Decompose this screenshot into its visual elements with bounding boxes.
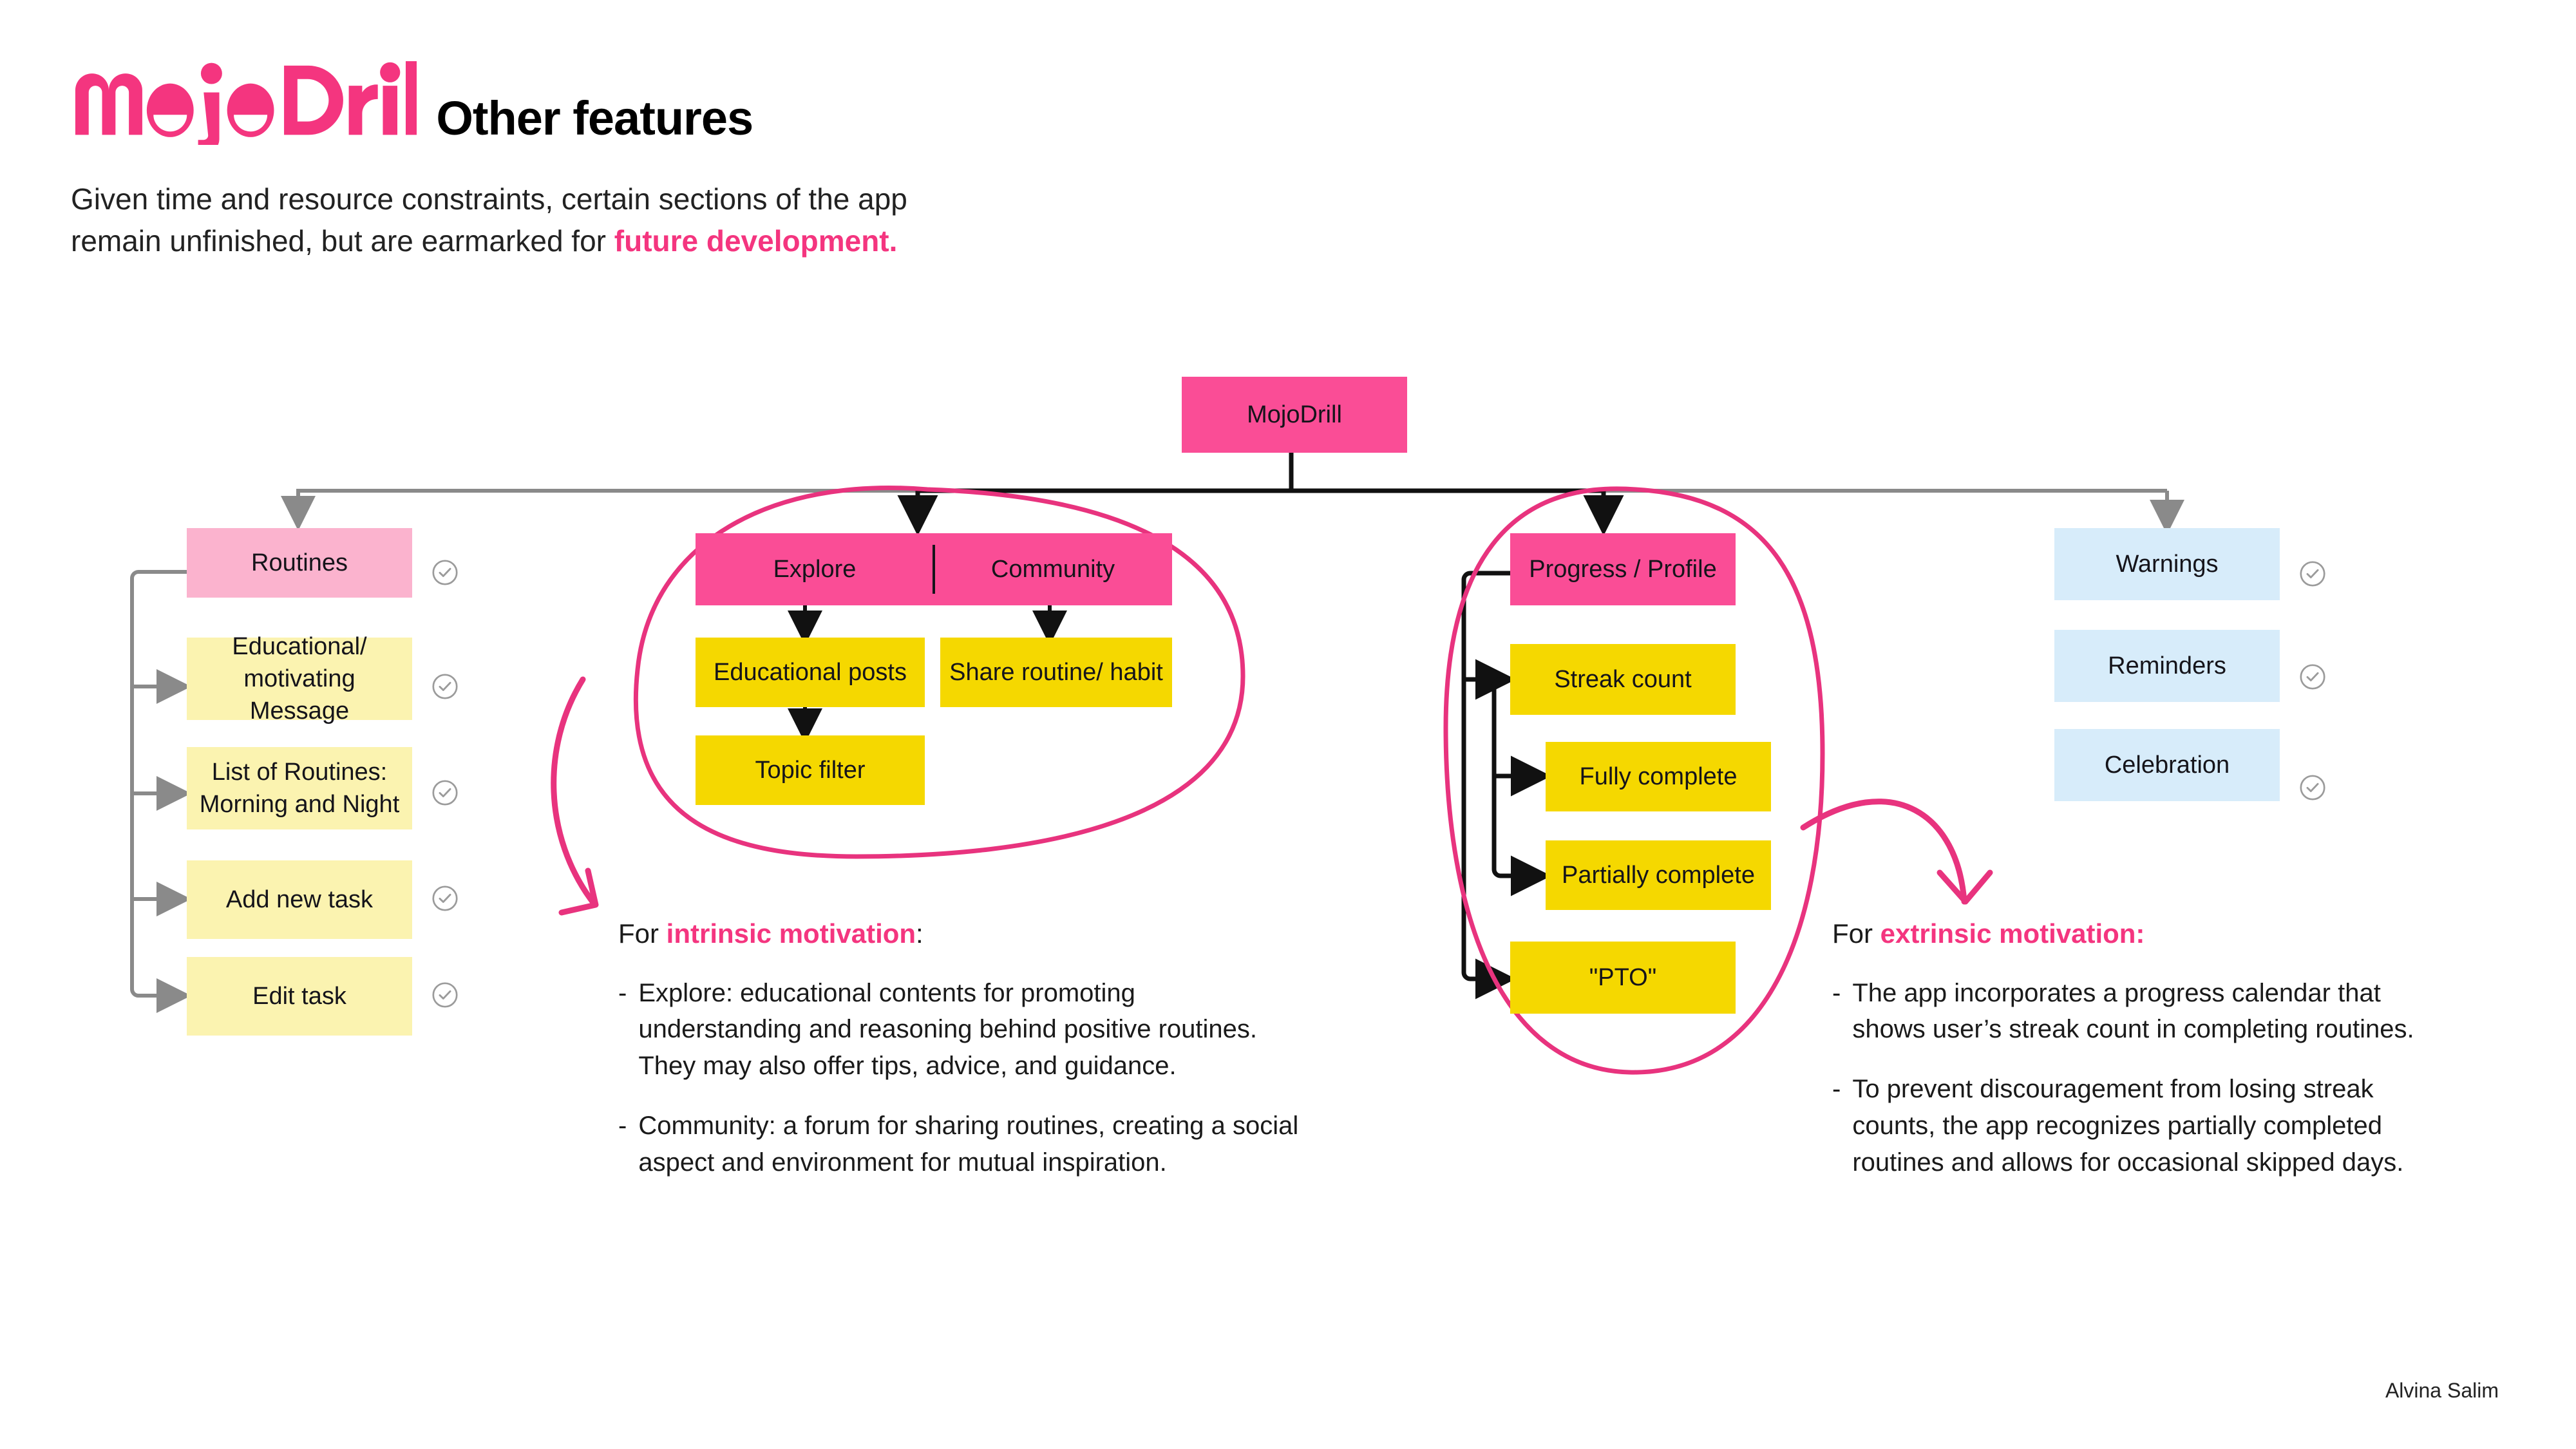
node-label: Edit task [252, 982, 346, 1010]
bullet-dash: - [618, 1112, 627, 1141]
bullet-dash: - [618, 978, 627, 1007]
check-circle-icon [2300, 775, 2325, 800]
node-label: MojoDrill [1247, 401, 1342, 428]
node-partially-complete[interactable]: Partially complete [1546, 840, 1771, 910]
node-label: Reminders [2108, 652, 2226, 679]
node-label: Add new task [225, 886, 374, 913]
mojodrill-logo [71, 61, 417, 151]
arrow-extrinsic [1800, 799, 1967, 905]
check-circle-icon [432, 780, 458, 806]
note-heading-accent: extrinsic motivation: [1880, 918, 2145, 949]
node-streak-count[interactable]: Streak count [1510, 644, 1736, 715]
bullet-text: Community: a forum for sharing routines,… [638, 1112, 1299, 1177]
note-bullet: - To prevent discouragement from losing … [1832, 1071, 2450, 1180]
subtitle-line-1: Given time and resource constraints, cer… [71, 182, 907, 216]
subtitle-line-2: remain unfinished, but are earmarked for [71, 224, 614, 258]
node-explore-community[interactable]: Explore Community [696, 533, 1172, 605]
arrow-intrinsic-head [558, 867, 599, 916]
node-label: Community [990, 555, 1115, 583]
note-heading-pre: For [1832, 918, 1880, 949]
bullet-dash: - [1832, 978, 1841, 1007]
note-intrinsic-heading: For intrinsic motivation: [618, 914, 1301, 953]
check-circle-icon [432, 982, 458, 1008]
node-fully-complete[interactable]: Fully complete [1546, 742, 1771, 811]
mojodrill-logo-icon [75, 61, 417, 145]
node-progress-profile[interactable]: Progress / Profile [1510, 533, 1736, 605]
note-intrinsic-motivation: For intrinsic motivation: - Explore: edu… [618, 914, 1301, 1204]
node-mojodrill-root[interactable]: MojoDrill [1182, 377, 1407, 453]
node-community[interactable]: Community [934, 533, 1172, 605]
subtitle-accent: future development. [614, 224, 898, 258]
check-circle-icon [432, 674, 458, 699]
note-extrinsic-motivation: For extrinsic motivation: - The app inco… [1832, 914, 2450, 1204]
check-circle-icon [2300, 561, 2325, 587]
node-label: Streak count [1554, 665, 1692, 693]
page-title: Other features [436, 91, 753, 145]
node-reminders[interactable]: Reminders [2054, 630, 2280, 702]
bullet-dash: - [1832, 1075, 1841, 1104]
arrow-intrinsic [551, 676, 596, 905]
check-circle-icon [2300, 664, 2325, 690]
note-extrinsic-heading: For extrinsic motivation: [1832, 914, 2450, 953]
note-bullet: - Community: a forum for sharing routine… [618, 1108, 1301, 1181]
node-share-routine-habit[interactable]: Share routine/ habit [940, 638, 1172, 707]
node-label: Celebration [2104, 751, 2230, 779]
node-educational-posts[interactable]: Educational posts [696, 638, 925, 707]
note-bullet: - The app incorporates a progress calend… [1832, 975, 2450, 1048]
node-edit-task[interactable]: Edit task [187, 957, 412, 1036]
check-circle-icon [432, 560, 458, 585]
note-heading-pre: For [618, 918, 667, 949]
logo-and-title-row: Other features [71, 61, 2003, 151]
node-list-of-routines[interactable]: List of Routines: Morning and Night [187, 747, 412, 829]
node-warnings[interactable]: Warnings [2054, 528, 2280, 600]
node-routines[interactable]: Routines [187, 528, 412, 598]
node-explore[interactable]: Explore [696, 533, 934, 605]
node-label: Fully complete [1579, 762, 1738, 790]
note-heading-accent: intrinsic motivation [666, 918, 916, 949]
node-educational-motivating-message[interactable]: Educational/ motivating Message [187, 633, 412, 724]
node-label: Explore [773, 555, 857, 583]
node-label: Topic filter [755, 756, 866, 784]
node-label: "PTO" [1589, 963, 1657, 991]
bullet-text: To prevent discouragement from losing st… [1852, 1075, 2404, 1177]
node-label: Partially complete [1562, 861, 1755, 889]
page-header: Other features Given time and resource c… [71, 61, 2003, 258]
node-add-new-task[interactable]: Add new task [187, 860, 412, 939]
page-subtitle: Given time and resource constraints, cer… [71, 178, 1037, 263]
node-label: Progress / Profile [1529, 555, 1717, 583]
bullet-text: Explore: educational contents for promot… [638, 978, 1258, 1081]
author-credit: Alvina Salim [2385, 1379, 2499, 1402]
node-label: Educational/ motivating Message [232, 632, 367, 725]
note-heading-post: : [916, 918, 923, 949]
node-celebration[interactable]: Celebration [2054, 729, 2280, 801]
node-label: Share routine/ habit [949, 658, 1163, 686]
node-label: Educational posts [714, 658, 907, 686]
node-pto[interactable]: "PTO" [1510, 942, 1736, 1014]
node-label: Warnings [2116, 550, 2219, 578]
node-label: Routines [251, 549, 348, 576]
split-divider [933, 545, 935, 594]
node-topic-filter[interactable]: Topic filter [696, 735, 925, 805]
arrow-extrinsic-head [1937, 869, 1993, 905]
note-bullet: - Explore: educational contents for prom… [618, 975, 1301, 1084]
check-circle-icon [432, 886, 458, 911]
bullet-text: The app incorporates a progress calendar… [1852, 978, 2414, 1044]
node-label: List of Routines: Morning and Night [199, 758, 400, 818]
